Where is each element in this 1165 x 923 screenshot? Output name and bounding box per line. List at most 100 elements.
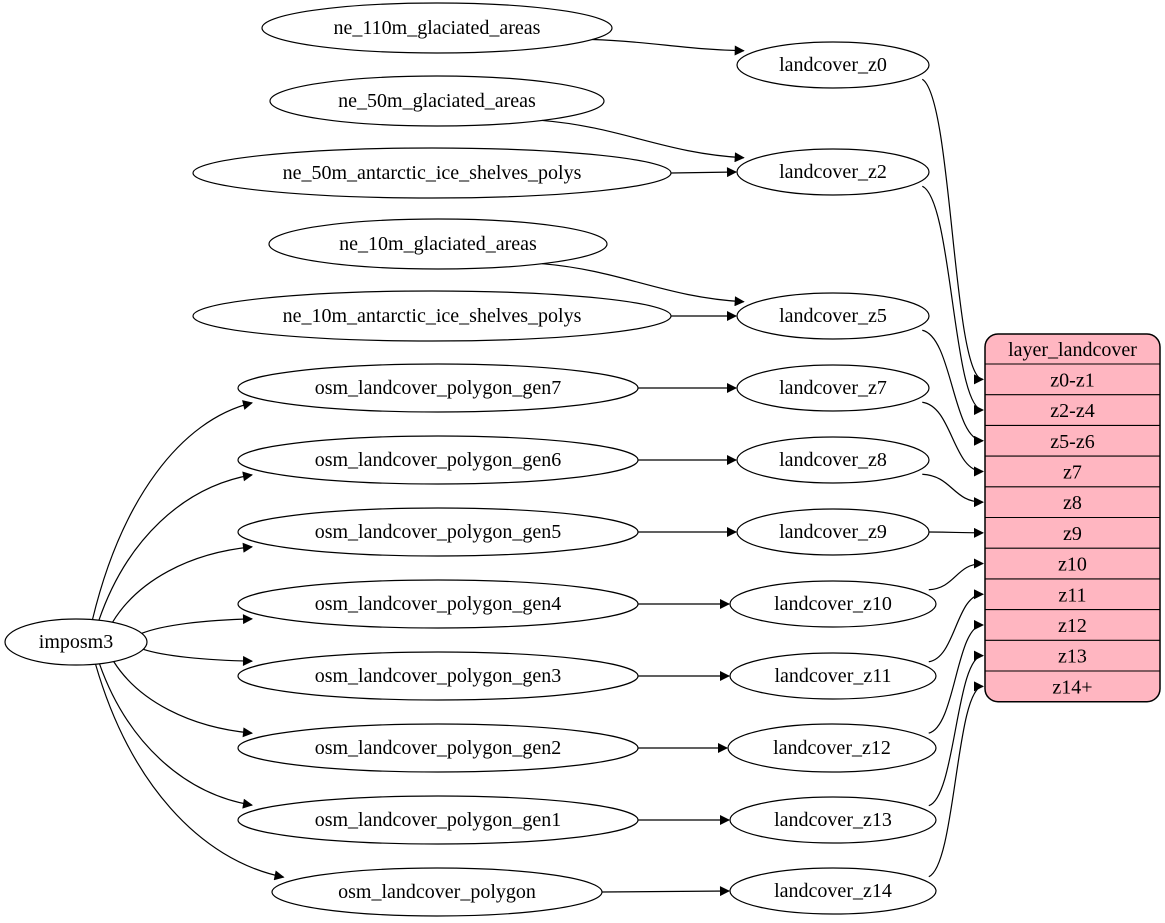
record-layer_landcover: layer_landcover z0-z1 z2-z4 z5-z6 z7 z8 z9 z10 z… (984, 333, 1161, 703)
node-label: landcover_z10 (774, 593, 892, 615)
node-label: landcover_z0 (779, 54, 887, 76)
node-landcover_z12: landcover_z12 (727, 723, 937, 773)
node-ellipse (729, 796, 937, 844)
node-osm_landcover_polygon_gen1: osm_landcover_polygon_gen1 (237, 795, 639, 845)
node-landcover_z9: landcover_z9 (736, 508, 930, 556)
edge-landcover_z7-row_z7 (922, 401, 984, 477)
node-ellipse (736, 148, 930, 196)
edge-imposm3-osm_landcover_polygon_gen6 (98, 471, 253, 621)
node-label: osm_landcover_polygon_gen6 (315, 449, 562, 471)
node-landcover_z14: landcover_z14 (729, 867, 937, 915)
node-osm_landcover_polygon_gen2: osm_landcover_polygon_gen2 (237, 723, 639, 773)
record-row-z12: z12 (1058, 615, 1087, 637)
node-label: osm_landcover_polygon_gen5 (315, 521, 562, 543)
edge-ne_10m_glaciated_areas-landcover_z5 (542, 263, 745, 307)
node-label: ne_10m_antarctic_ice_shelves_polys (283, 305, 582, 327)
node-label: osm_landcover_polygon_gen7 (315, 377, 562, 399)
node-landcover_z7: landcover_z7 (736, 364, 930, 412)
node-landcover_z2: landcover_z2 (736, 148, 930, 196)
node-label: osm_landcover_polygon_gen1 (315, 809, 562, 831)
edge-landcover_z5-row_z5-z6 (922, 329, 984, 446)
node-label: osm_landcover_polygon_gen2 (315, 737, 562, 759)
node-osm_landcover_polygon_gen4: osm_landcover_polygon_gen4 (237, 579, 639, 629)
node-ellipse (269, 75, 605, 127)
node-label: ne_110m_glaciated_areas (334, 17, 541, 39)
record-row-z9: z9 (1063, 523, 1082, 545)
node-ellipse (736, 41, 930, 89)
node-landcover_z0: landcover_z0 (736, 41, 930, 89)
edge-imposm3-osm_landcover_polygon_gen7 (91, 400, 253, 620)
node-label: landcover_z13 (774, 809, 892, 831)
node-ellipse (4, 618, 148, 666)
edge-landcover_z2-row_z2-z4 (921, 185, 984, 415)
node-ellipse (729, 652, 937, 700)
node-label: ne_10m_glaciated_areas (339, 233, 537, 255)
edge-imposm3-osm_landcover_polygon_gen3 (143, 648, 253, 666)
edge-landcover_z9-row_z9 (928, 527, 984, 538)
edge-landcover_z13-row_z13 (928, 650, 984, 807)
node-osm_landcover_polygon_gen5: osm_landcover_polygon_gen5 (237, 507, 639, 557)
edge-landcover_z12-row_z12 (928, 619, 984, 734)
node-landcover_z8: landcover_z8 (736, 436, 930, 484)
node-ellipse (736, 436, 930, 484)
node-landcover_z11: landcover_z11 (729, 652, 937, 700)
node-label: landcover_z7 (779, 377, 887, 399)
node-landcover_z10: landcover_z10 (729, 580, 937, 628)
edge-imposm3-osm_landcover_polygon_gen2 (113, 661, 253, 738)
edge-imposm3-osm_landcover_polygon_gen5 (111, 542, 253, 623)
edge-ne_50m_antarctic_ice_shelves_polys-landcover_z2 (670, 167, 737, 178)
node-label: landcover_z8 (779, 449, 887, 471)
node-label: landcover_z5 (779, 305, 887, 327)
node-ne_50m_glaciated_areas: ne_50m_glaciated_areas (269, 75, 605, 127)
node-label: osm_landcover_polygon_gen4 (315, 593, 562, 615)
record-row-z10: z10 (1058, 554, 1087, 576)
edge-landcover_z0-row_z0-z1 (921, 78, 984, 385)
node-label: landcover_z14 (774, 880, 892, 902)
record-row-z8: z8 (1063, 492, 1082, 514)
node-landcover_z5: landcover_z5 (736, 292, 930, 340)
node-landcover_z13: landcover_z13 (729, 796, 937, 844)
record-header: layer_landcover (1008, 339, 1137, 361)
edge-landcover_z10-row_z10 (928, 558, 984, 591)
node-ne_10m_glaciated_areas: ne_10m_glaciated_areas (268, 218, 608, 270)
node-label: osm_landcover_polygon (338, 881, 536, 903)
node-ellipse (261, 2, 613, 54)
record-row-z13: z13 (1058, 646, 1087, 668)
edge-osm_landcover_polygon-landcover_z14 (601, 886, 730, 897)
node-ne_110m_glaciated_areas: ne_110m_glaciated_areas (261, 2, 613, 54)
edge-imposm3-osm_landcover_polygon_gen4 (141, 614, 253, 634)
record-row-z7: z7 (1063, 461, 1082, 483)
node-label: osm_landcover_polygon_gen3 (315, 665, 562, 687)
edge-landcover_z14-row_z14+ (928, 681, 984, 878)
node-label: landcover_z2 (779, 161, 887, 183)
node-osm_landcover_polygon: osm_landcover_polygon (271, 867, 603, 917)
edge-imposm3-osm_landcover_polygon (94, 663, 285, 881)
edge-ne_110m_glaciated_areas-landcover_z0 (592, 38, 745, 56)
edge-landcover_z11-row_z11 (928, 589, 984, 663)
node-ellipse (727, 723, 937, 773)
node-ellipse (729, 867, 937, 915)
node-label: landcover_z9 (779, 521, 887, 543)
node-ne_50m_antarctic_ice_shelves_polys: ne_50m_antarctic_ice_shelves_polys (192, 147, 672, 199)
record-row-z2-z4: z2-z4 (1050, 400, 1094, 422)
record-row-z14+: z14+ (1052, 676, 1092, 698)
edge-imposm3-osm_landcover_polygon_gen1 (98, 663, 253, 809)
node-imposm3: imposm3 (4, 618, 148, 666)
record-row-z0-z1: z0-z1 (1050, 369, 1094, 391)
edge-ne_50m_glaciated_areas-landcover_z2 (542, 119, 745, 163)
record-row-z5-z6: z5-z6 (1050, 431, 1094, 453)
node-osm_landcover_polygon_gen6: osm_landcover_polygon_gen6 (237, 435, 639, 485)
node-label: imposm3 (39, 631, 113, 653)
node-osm_landcover_polygon_gen3: osm_landcover_polygon_gen3 (237, 651, 639, 701)
edge-landcover_z8-row_z8 (922, 473, 984, 508)
node-label: ne_50m_glaciated_areas (338, 90, 536, 112)
record-row-z11: z11 (1058, 584, 1086, 606)
node-ellipse (736, 292, 930, 340)
node-ellipse (268, 218, 608, 270)
node-label: ne_50m_antarctic_ice_shelves_polys (283, 162, 582, 184)
node-osm_landcover_polygon_gen7: osm_landcover_polygon_gen7 (237, 363, 639, 413)
node-label: landcover_z12 (773, 737, 891, 759)
node-label: landcover_z11 (775, 665, 892, 687)
